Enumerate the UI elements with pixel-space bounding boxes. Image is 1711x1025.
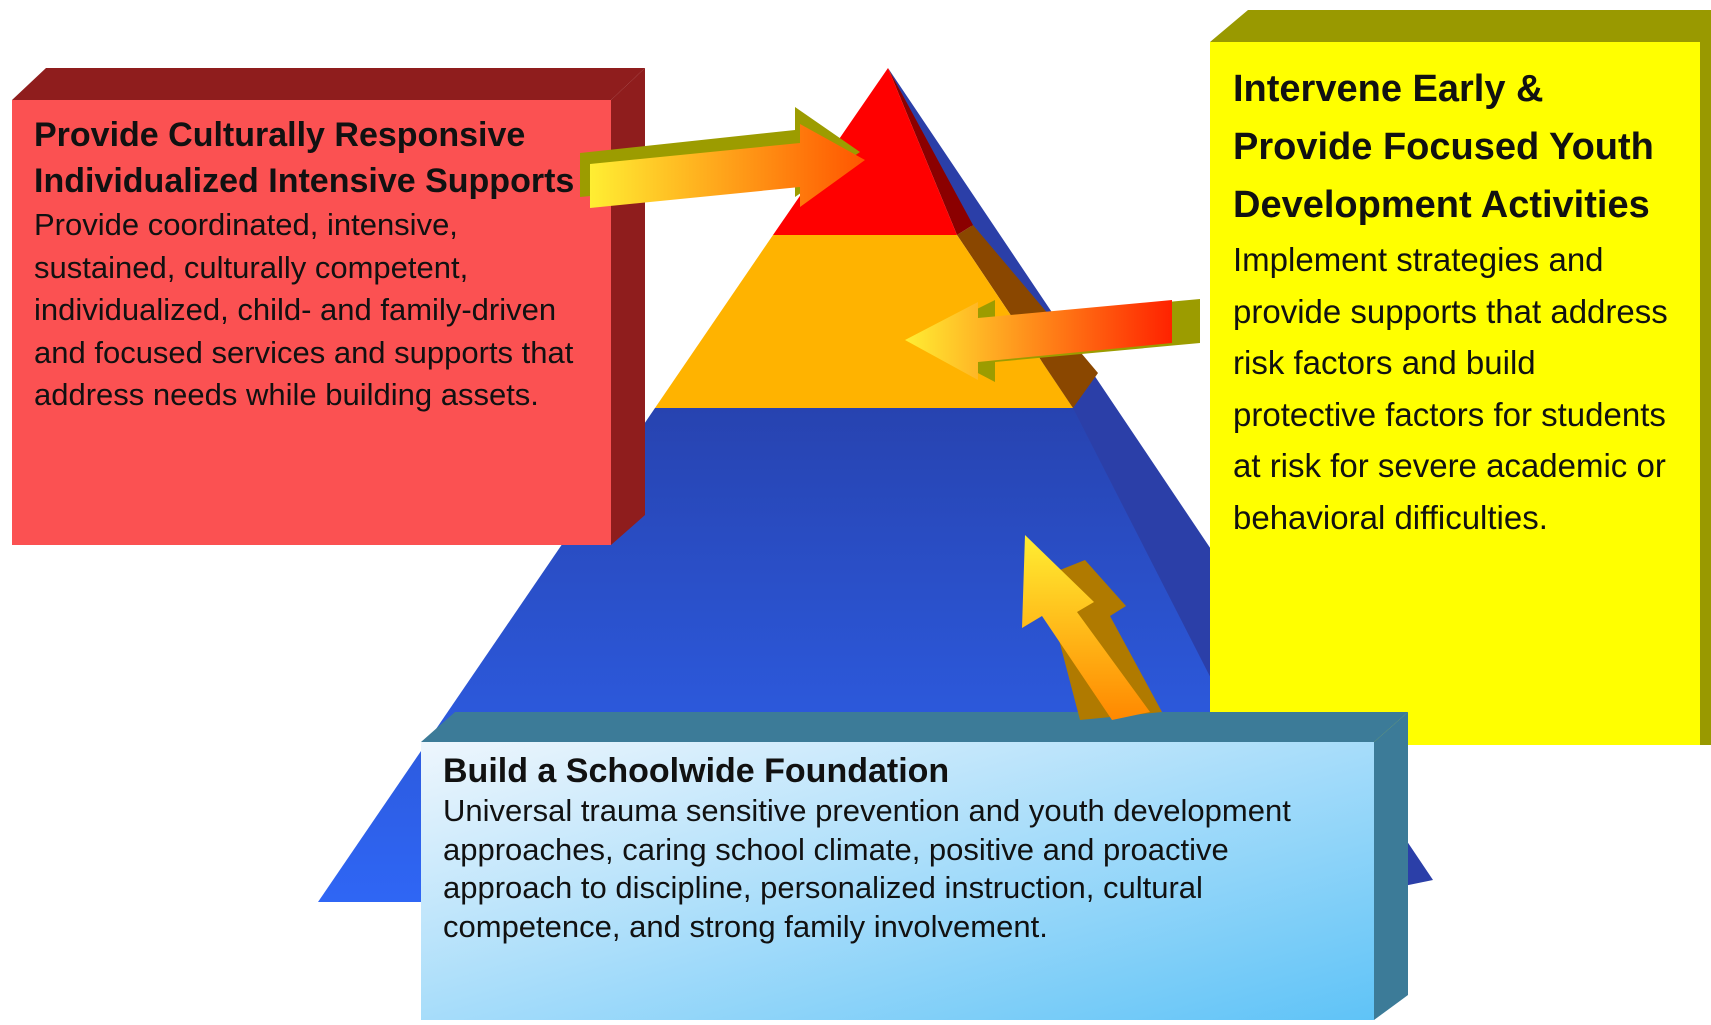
arrow-to-middle-tier: [905, 299, 1200, 382]
foundation-box-side-face: [1374, 712, 1408, 1020]
early-box-side-face: [1700, 32, 1711, 745]
pyramid-right-face-top-tier: [888, 68, 973, 235]
foundation-title: Build a Schoolwide Foundation: [443, 752, 950, 790]
arrow-to-middle-tier-body: [905, 300, 1172, 380]
foundation-box-front-face: [421, 742, 1374, 1020]
intensive-box-front-face: [12, 100, 611, 545]
intensive-box-top-face: [12, 68, 645, 100]
arrow-to-top-tier-body: [590, 124, 865, 208]
arrow-to-base-tier-body: [1022, 535, 1150, 720]
early-box-top-face: [1210, 10, 1711, 42]
early-intervention-text: Intervene Early & Provide Focused Youth …: [1233, 60, 1683, 543]
intensive-supports-text: Provide Culturally Responsive Individual…: [34, 112, 589, 417]
foundation-text: Build a Schoolwide Foundation Universal …: [443, 750, 1313, 946]
early-intervention-title: Intervene Early & Provide Focused Youth …: [1233, 68, 1654, 226]
early-intervention-body: Implement strategies and provide support…: [1233, 241, 1668, 536]
intensive-box-side-face: [611, 68, 645, 545]
arrow-to-base-tier: [1022, 535, 1162, 720]
intensive-supports-box: [12, 68, 645, 545]
early-intervention-box: [1210, 10, 1711, 745]
intensive-supports-title: Provide Culturally Responsive Individual…: [34, 116, 575, 200]
foundation-body: Universal trauma sensitive prevention an…: [443, 793, 1291, 944]
foundation-box-top-face: [421, 712, 1408, 742]
foundation-box: [421, 712, 1408, 1020]
early-box-front-face: [1210, 42, 1700, 745]
arrow-to-top-tier: [580, 107, 865, 208]
intensive-supports-body: Provide coordinated, intensive, sustaine…: [34, 207, 574, 412]
